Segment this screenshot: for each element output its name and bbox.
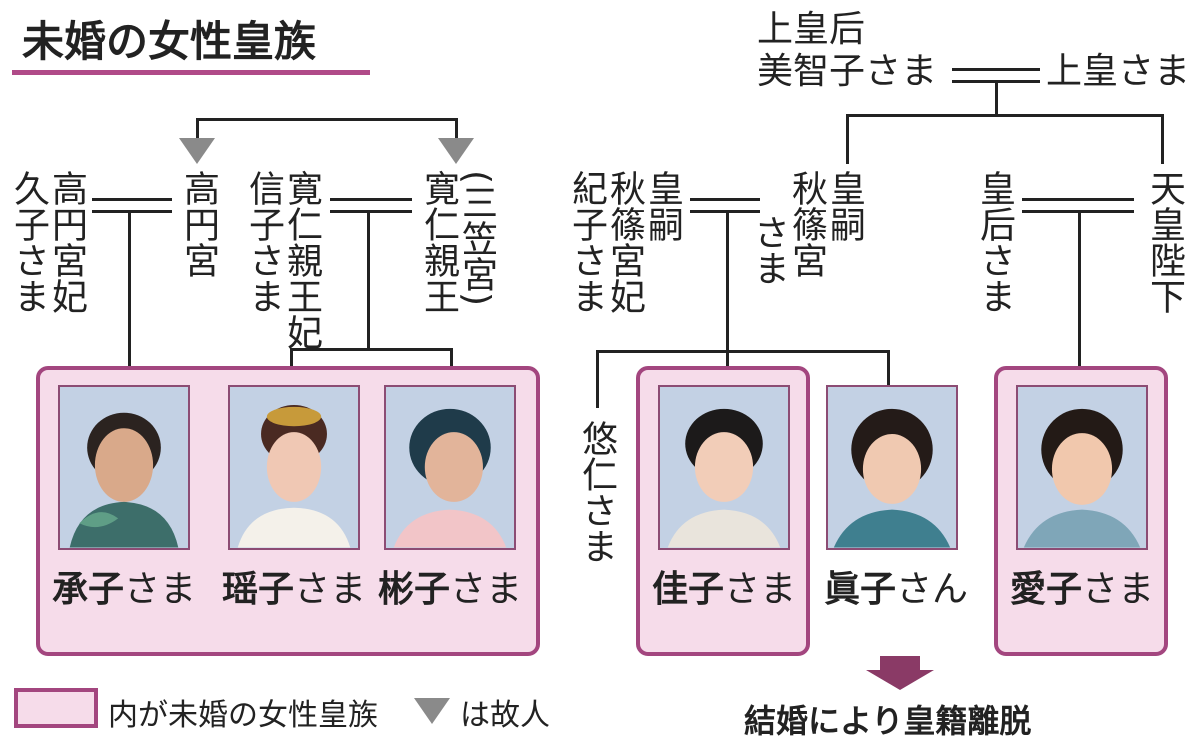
portrait-mako-image: [828, 387, 956, 548]
emperor-name: 天皇陛下: [1144, 170, 1185, 314]
portrait-tsuguko-image: [60, 387, 188, 548]
line-to-mako: [887, 350, 890, 385]
legend-frame-swatch: [14, 688, 98, 728]
portrait-kako-image: [660, 387, 788, 548]
portrait-yoko: [228, 385, 360, 550]
marriage-line-akishino-bottom: [690, 210, 760, 213]
akishino-house: 秋篠宮: [786, 170, 827, 278]
takamado-mother-title: 高円宮妃: [46, 170, 87, 314]
line-to-tomohito: [455, 118, 458, 138]
name-tsuguko: 承子さま: [51, 569, 197, 610]
empress-emerita-name: 美智子さま: [757, 51, 938, 92]
marriage-line-emperor-bottom: [1022, 210, 1134, 213]
portrait-yoko-image: [230, 387, 358, 548]
result-text: 結婚により皇籍離脱: [744, 702, 1032, 740]
portrait-kako: [658, 385, 790, 550]
akishino-honorific: さま: [748, 214, 789, 286]
empress-emerita-title: 上皇后: [757, 9, 866, 50]
line-emeritus-children-bar: [846, 114, 1164, 117]
page-title: 未婚の女性皇族: [22, 17, 317, 66]
marriage-line-tomohito-top: [330, 198, 412, 201]
name-mako: 眞子さん: [823, 569, 969, 610]
takamado-name: 高円宮: [178, 170, 219, 278]
line-to-hisahito: [596, 350, 599, 408]
marriage-line-takamado-bottom: [92, 210, 172, 213]
legend-frame-text: 内が未婚の女性皇族: [108, 698, 378, 733]
kiko-heir-title: 皇嗣: [642, 170, 683, 242]
tomohito-name: 寛仁親王: [418, 170, 459, 314]
line-tomohito-children-bar: [290, 348, 453, 351]
name-akiko: 彬子さま: [377, 569, 523, 610]
line-to-emperor: [1161, 114, 1164, 164]
name-aiko: 愛子さま: [1009, 569, 1155, 610]
line-mikasa-top-bar: [196, 118, 458, 121]
hisahito-name: 悠仁さま: [576, 420, 617, 564]
result-arrow-head: [866, 670, 934, 690]
portrait-mako: [826, 385, 958, 550]
line-akishino-children-bar: [596, 350, 890, 353]
portrait-akiko-image: [386, 387, 514, 548]
deceased-marker-takamado: [179, 138, 215, 164]
akishino-heir-title: 皇嗣: [824, 170, 865, 242]
legend-deceased-marker: [414, 698, 450, 724]
line-to-tsuguko: [128, 213, 131, 385]
nobuko-name: 信子さま: [243, 170, 284, 314]
legend-deceased-text: は故人: [460, 698, 550, 733]
deceased-marker-tomohito: [438, 138, 474, 164]
portrait-aiko-image: [1018, 387, 1146, 548]
line-to-akishino: [846, 114, 849, 164]
portrait-tsuguko: [58, 385, 190, 550]
line-to-takamado: [196, 118, 199, 138]
portrait-aiko: [1016, 385, 1148, 550]
empress-name: 皇后さま: [974, 170, 1015, 314]
hisako-name: 久子さま: [8, 170, 49, 314]
line-emeritus-descent: [995, 83, 998, 116]
kiko-house: 秋篠宮妃: [604, 170, 645, 314]
line-to-aiko: [1078, 213, 1081, 385]
marriage-line-emperor-top: [1022, 198, 1134, 201]
line-to-kako: [726, 213, 729, 385]
tomohito-house: (三笠宮): [456, 170, 497, 307]
emperor-emeritus-name: 上皇さま: [1046, 51, 1191, 92]
marriage-line-emeritus-top: [952, 68, 1040, 71]
line-tomohito-descent: [367, 213, 370, 350]
marriage-line-emeritus-bottom: [952, 80, 1040, 83]
name-kako: 佳子さま: [651, 569, 797, 610]
portrait-akiko: [384, 385, 516, 550]
marriage-line-takamado-top: [92, 198, 172, 201]
marriage-line-akishino-top: [690, 198, 760, 201]
marriage-line-tomohito-bottom: [330, 210, 412, 213]
nobuko-title: 寛仁親王妃: [281, 170, 322, 350]
result-arrow-stem: [880, 656, 920, 670]
name-yoko: 瑶子さま: [221, 569, 367, 610]
kiko-name: 紀子さま: [566, 170, 607, 314]
title-underline: [12, 70, 370, 75]
